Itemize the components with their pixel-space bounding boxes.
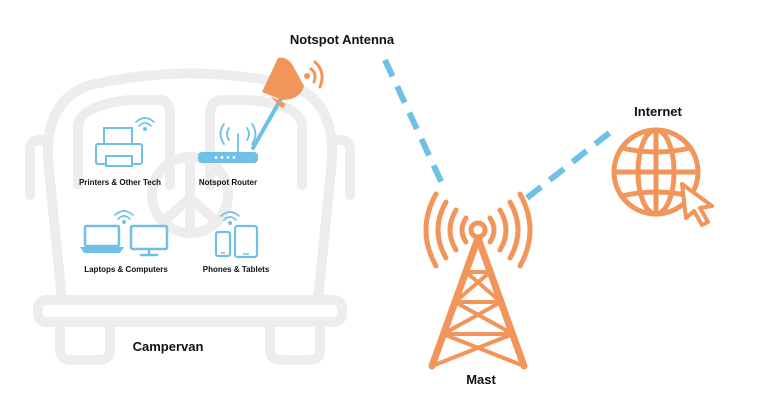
monitor-icon (129, 224, 169, 257)
wifi-icon (219, 123, 257, 153)
tablet-icon (233, 224, 259, 259)
laptop-icon (80, 210, 134, 253)
cell-tower-icon (423, 191, 533, 370)
internet-label: Internet (634, 104, 682, 119)
wifi-icon (135, 117, 155, 132)
antenna-label: Notspot Antenna (290, 32, 395, 47)
campervan-icon (25, 68, 355, 365)
antenna-cable (251, 95, 284, 150)
printer-icon (95, 117, 155, 167)
mast-internet-link (525, 123, 620, 201)
wifi-icon (220, 211, 240, 226)
cursor-icon (680, 182, 714, 227)
satellite-dish-icon (262, 57, 324, 108)
wifi-icon (114, 210, 134, 225)
campervan-label: Campervan (133, 339, 204, 354)
connection-lines (382, 58, 620, 201)
laptops-label: Laptops & Computers (84, 265, 168, 274)
printers-label: Printers & Other Tech (79, 178, 161, 187)
antenna-mast-link (382, 58, 448, 192)
phones-label: Phones & Tablets (203, 265, 270, 274)
mast-label: Mast (466, 372, 496, 387)
phone-icon (214, 211, 240, 258)
router-icon (198, 123, 258, 163)
router-label: Notspot Router (199, 178, 257, 187)
